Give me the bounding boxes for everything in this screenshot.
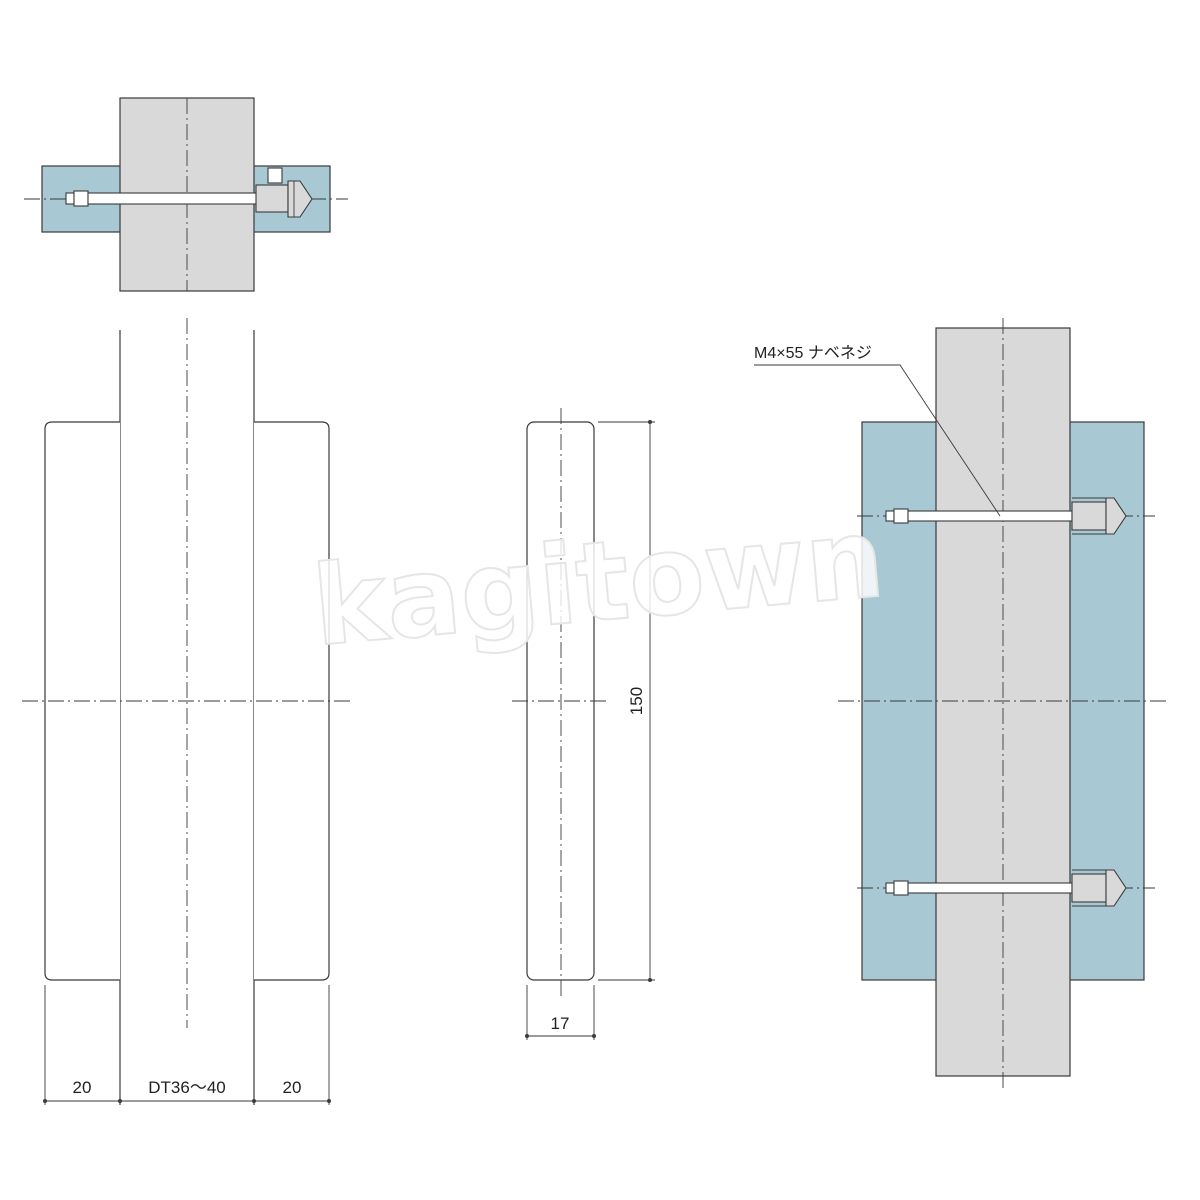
installed-view: M4×55 ナベネジ — [754, 318, 1168, 1090]
handle-side-profile — [526, 421, 595, 981]
dim-left-width: 20 — [73, 1078, 92, 1097]
watermark-logo: kagitown — [308, 493, 889, 670]
dim-door-thickness: DT36〜40 — [148, 1078, 225, 1097]
screw-shank — [87, 192, 265, 205]
dim-height: 150 — [627, 687, 646, 715]
lower-screw — [857, 869, 1155, 907]
side-view: 150 17 — [512, 408, 655, 1040]
upper-screw — [857, 497, 1155, 535]
screw-sleeve — [255, 184, 289, 213]
top-section-view — [24, 97, 348, 292]
screw-callout-label: M4×55 ナベネジ — [754, 344, 872, 362]
screw-thread — [73, 190, 89, 207]
screw-leader-line — [754, 364, 1001, 517]
set-screw — [267, 167, 283, 184]
dim-depth: 17 — [551, 1014, 570, 1033]
front-elevation-view: 20 DT36〜40 20 — [22, 318, 352, 1105]
dim-right-width: 20 — [283, 1078, 302, 1097]
screw-tip — [65, 192, 75, 205]
